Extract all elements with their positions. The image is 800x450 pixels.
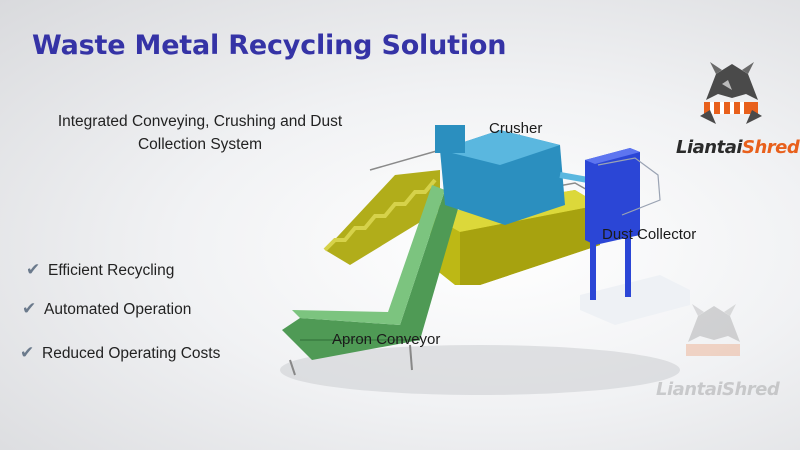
rhino-icon <box>700 62 762 124</box>
label-apron-conveyor: Apron Conveyor <box>332 331 441 348</box>
feature-item: ✔ Reduced Operating Costs <box>20 343 220 363</box>
floor-shadow <box>280 345 680 395</box>
slide-title: Waste Metal Recycling Solution <box>32 30 507 61</box>
crusher-unit <box>435 125 589 225</box>
checkmark-icon: ✔ <box>22 299 37 318</box>
feature-label: Efficient Recycling <box>48 262 175 279</box>
subtitle-line-1: Integrated Conveying, Crushing and Dust <box>57 113 343 130</box>
checkmark-icon: ✔ <box>26 260 41 279</box>
rhino-icon <box>686 304 740 356</box>
dust-collector-unit <box>580 148 690 325</box>
label-crusher: Crusher <box>489 120 543 137</box>
recycling-line-illustration <box>280 125 690 395</box>
slide-subtitle: Integrated Conveying, Crushing and Dust … <box>30 110 370 156</box>
brand-logo: LiantaiShred <box>676 58 800 158</box>
subtitle-line-2: Collection System <box>137 136 263 153</box>
feature-item: ✔ Automated Operation <box>22 299 191 319</box>
brand-wordmark-watermark: LiantaiShred <box>656 379 780 400</box>
label-dust-collector: Dust Collector <box>602 226 697 243</box>
brand-logo-watermark: LiantaiShred <box>656 300 780 400</box>
feature-item: ✔ Efficient Recycling <box>26 260 174 280</box>
apron-conveyor <box>282 185 462 376</box>
checkmark-icon: ✔ <box>20 343 35 362</box>
feature-label: Reduced Operating Costs <box>42 345 221 362</box>
feature-label: Automated Operation <box>44 301 192 318</box>
brand-wordmark: LiantaiShred <box>676 137 800 158</box>
